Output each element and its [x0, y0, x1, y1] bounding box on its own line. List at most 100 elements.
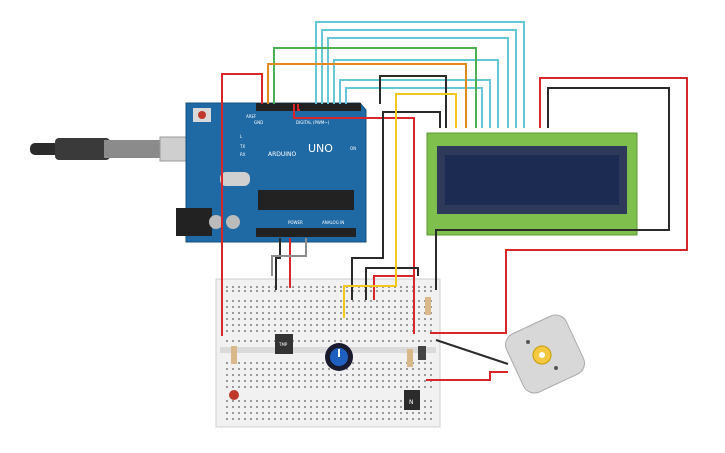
- breadboard-hole: [394, 400, 396, 402]
- breadboard-hole: [328, 406, 330, 408]
- breadboard-hole: [280, 324, 282, 326]
- breadboard-hole: [430, 318, 432, 320]
- breadboard-hole: [334, 400, 336, 402]
- breadboard-hole: [376, 330, 378, 332]
- breadboard-hole: [274, 380, 276, 382]
- breadboard-hole: [268, 318, 270, 320]
- breadboard-hole: [400, 318, 402, 320]
- breadboard-hole: [256, 380, 258, 382]
- breadboard-hole: [322, 318, 324, 320]
- breadboard-hole: [352, 418, 354, 420]
- breadboard-hole: [286, 418, 288, 420]
- breadboard-hole: [250, 330, 252, 332]
- breadboard-hole: [328, 300, 330, 302]
- breadboard-hole: [334, 300, 336, 302]
- breadboard-hole: [322, 290, 324, 292]
- breadboard-hole: [394, 300, 396, 302]
- breadboard-hole: [394, 406, 396, 408]
- breadboard-hole: [286, 406, 288, 408]
- breadboard-hole: [376, 406, 378, 408]
- breadboard-hole: [370, 306, 372, 308]
- breadboard-hole: [310, 286, 312, 288]
- breadboard-hole: [280, 400, 282, 402]
- breadboard-hole: [370, 400, 372, 402]
- breadboard-hole: [334, 374, 336, 376]
- temp-sensor-label: TMP: [278, 342, 288, 347]
- breadboard-hole: [340, 380, 342, 382]
- breadboard-hole: [394, 330, 396, 332]
- breadboard-hole: [394, 418, 396, 420]
- breadboard-hole: [226, 330, 228, 332]
- breadboard-hole: [388, 400, 390, 402]
- breadboard-hole: [316, 406, 318, 408]
- breadboard-hole: [358, 362, 360, 364]
- breadboard-hole: [280, 386, 282, 388]
- breadboard-hole: [424, 340, 426, 342]
- breadboard-hole: [400, 290, 402, 292]
- breadboard-hole: [244, 380, 246, 382]
- breadboard-hole: [232, 330, 234, 332]
- breadboard-hole: [364, 374, 366, 376]
- breadboard-hole: [238, 374, 240, 376]
- breadboard-hole: [370, 380, 372, 382]
- breadboard-hole: [238, 286, 240, 288]
- breadboard-hole: [352, 362, 354, 364]
- breadboard-hole: [250, 418, 252, 420]
- breadboard-hole: [316, 324, 318, 326]
- breadboard-hole: [340, 374, 342, 376]
- breadboard-hole: [376, 312, 378, 314]
- breadboard-hole: [262, 380, 264, 382]
- breadboard-hole: [274, 374, 276, 376]
- breadboard-hole: [238, 406, 240, 408]
- breadboard-hole: [388, 290, 390, 292]
- breadboard-hole: [364, 306, 366, 308]
- breadboard-hole: [412, 418, 414, 420]
- breadboard-hole: [334, 286, 336, 288]
- npn-transistor: [404, 390, 420, 410]
- breadboard-hole: [304, 406, 306, 408]
- breadboard-hole: [394, 368, 396, 370]
- breadboard-hole: [352, 324, 354, 326]
- breadboard-hole: [304, 412, 306, 414]
- breadboard-hole: [268, 300, 270, 302]
- breadboard-hole: [382, 362, 384, 364]
- breadboard-hole: [232, 406, 234, 408]
- breadboard-hole: [256, 306, 258, 308]
- breadboard-hole: [310, 418, 312, 420]
- breadboard-hole: [406, 340, 408, 342]
- breadboard-hole: [424, 362, 426, 364]
- breadboard-hole: [304, 290, 306, 292]
- breadboard-hole: [250, 400, 252, 402]
- breadboard-hole: [280, 290, 282, 292]
- breadboard-hole: [340, 318, 342, 320]
- breadboard-hole: [274, 362, 276, 364]
- breadboard-hole: [376, 300, 378, 302]
- breadboard-hole: [310, 324, 312, 326]
- breadboard-hole: [322, 386, 324, 388]
- breadboard-hole: [328, 340, 330, 342]
- resistor-led: [231, 346, 237, 364]
- analog-power-header: [256, 228, 356, 237]
- breadboard-hole: [250, 286, 252, 288]
- breadboard-hole: [340, 286, 342, 288]
- breadboard-hole: [364, 368, 366, 370]
- breadboard-hole: [274, 300, 276, 302]
- breadboard-hole: [328, 374, 330, 376]
- breadboard-hole: [406, 290, 408, 292]
- breadboard-hole: [304, 368, 306, 370]
- digital-label: DIGITAL (PWM~): [296, 120, 330, 125]
- breadboard-hole: [424, 290, 426, 292]
- breadboard-hole: [244, 330, 246, 332]
- breadboard-hole: [412, 380, 414, 382]
- breadboard-hole: [376, 412, 378, 414]
- breadboard-hole: [268, 374, 270, 376]
- breadboard-hole: [256, 312, 258, 314]
- breadboard-hole: [226, 374, 228, 376]
- breadboard-hole: [340, 300, 342, 302]
- breadboard-hole: [292, 306, 294, 308]
- breadboard-hole: [268, 386, 270, 388]
- breadboard-hole: [304, 312, 306, 314]
- breadboard-hole: [280, 380, 282, 382]
- breadboard-hole: [346, 306, 348, 308]
